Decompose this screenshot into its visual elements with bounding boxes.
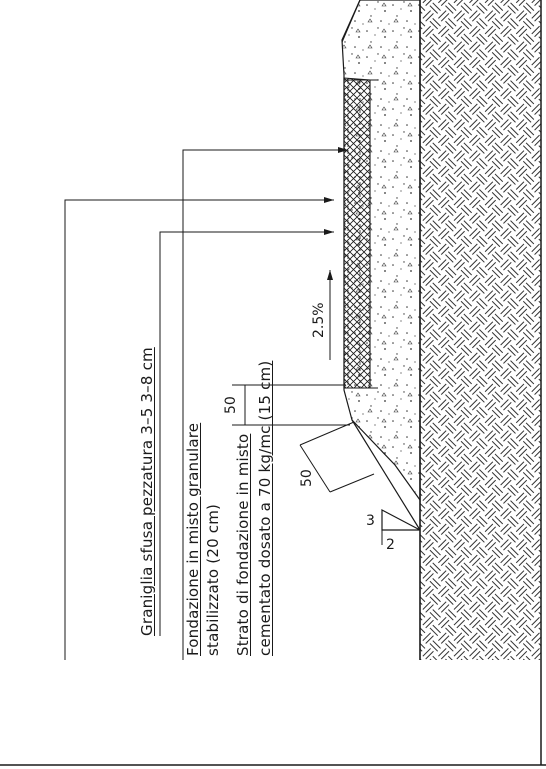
label-slope-ratio-run: 2 <box>386 537 395 553</box>
label-strato-line1: Strato di fondazione in misto <box>234 433 252 656</box>
label-fondazione-line2: stabilizzato (20 cm) <box>204 503 222 656</box>
label-slope-percent: 2.5% <box>311 302 327 338</box>
arrow-strato <box>324 197 334 203</box>
arrow-graniglia <box>324 229 334 235</box>
dim-50-diagonal-line <box>299 444 331 493</box>
dim-50-diag-ext2 <box>329 473 375 493</box>
label-graniglia: Graniglia sfusa pezzatura 3–5 3–8 cm <box>138 347 156 636</box>
embankment-slope-outer <box>351 419 421 531</box>
label-slope-ratio-rise: 3 <box>366 513 375 529</box>
label-dim-50-vertical: 50 <box>223 396 239 414</box>
label-strato-line2: cementato dosato a 70 kg/mc (15 cm) <box>256 360 274 656</box>
natural-ground-hatch <box>420 0 541 660</box>
arrow-fondazione <box>338 147 348 153</box>
leader-graniglia <box>159 231 334 636</box>
slope-arrow-head <box>327 270 333 280</box>
dim-50-diag-ext1 <box>299 421 355 446</box>
leader-strato <box>64 199 334 660</box>
label-fondazione-line1: Fondazione in misto granulare <box>184 422 202 656</box>
label-dim-50-diagonal: 50 <box>299 469 315 487</box>
top-shoulder-slope <box>341 0 361 43</box>
